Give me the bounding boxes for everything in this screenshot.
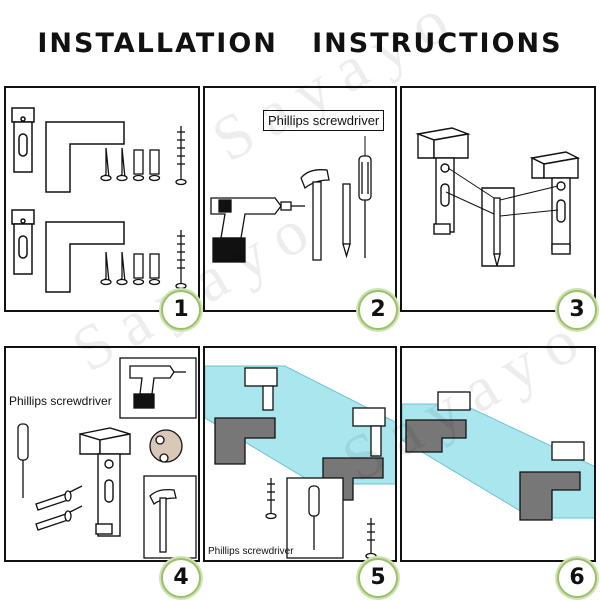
pencil-icon [493, 197, 501, 267]
tools-illustration [210, 136, 372, 263]
screwdriver-label: Phillips screwdriver [9, 394, 112, 408]
step-4-panel: Phillips screwdriver [4, 346, 200, 562]
step-2-badge: 2 [358, 290, 398, 330]
mounting-glass-illustration [205, 365, 395, 560]
step-6-badge: 6 [557, 558, 597, 598]
step-1-badge: 1 [161, 290, 201, 330]
screw-up-left [265, 478, 277, 520]
step-1-panel [4, 86, 200, 312]
screwdriver-icon [17, 423, 29, 498]
step-6-panel [400, 346, 596, 562]
screw-up-right [365, 518, 377, 560]
anchor-screws [35, 485, 83, 531]
brackets-and-screws-illustration [11, 107, 187, 293]
screwdriver-icon [358, 155, 372, 258]
step-5-badge: 5 [358, 558, 398, 598]
hammer-icon [143, 475, 197, 559]
drill-icon [210, 197, 305, 263]
screw-set-top [100, 126, 187, 186]
screwdriver-label: Phillips screwdriver [208, 546, 294, 557]
screwdriver-label: Phillips screwdriver [263, 110, 385, 131]
step-2-panel: Phillips screwdriver [203, 86, 397, 312]
step-3-badge: 3 [557, 290, 597, 330]
step-5-panel: Phillips screwdriver [203, 346, 397, 562]
drilling-wall-illustration [17, 357, 197, 559]
step-3-panel [400, 86, 596, 312]
pencil-icon [342, 183, 351, 259]
screwdriver-icon [286, 477, 344, 559]
step-4-badge: 4 [161, 558, 201, 598]
marking-holes-illustration [415, 127, 581, 267]
page-title: INSTALLATION INSTRUCTIONS [37, 28, 563, 59]
screw-set-bottom [100, 230, 187, 290]
hammer-icon [300, 169, 330, 261]
finished-shelf-illustration [402, 391, 594, 521]
